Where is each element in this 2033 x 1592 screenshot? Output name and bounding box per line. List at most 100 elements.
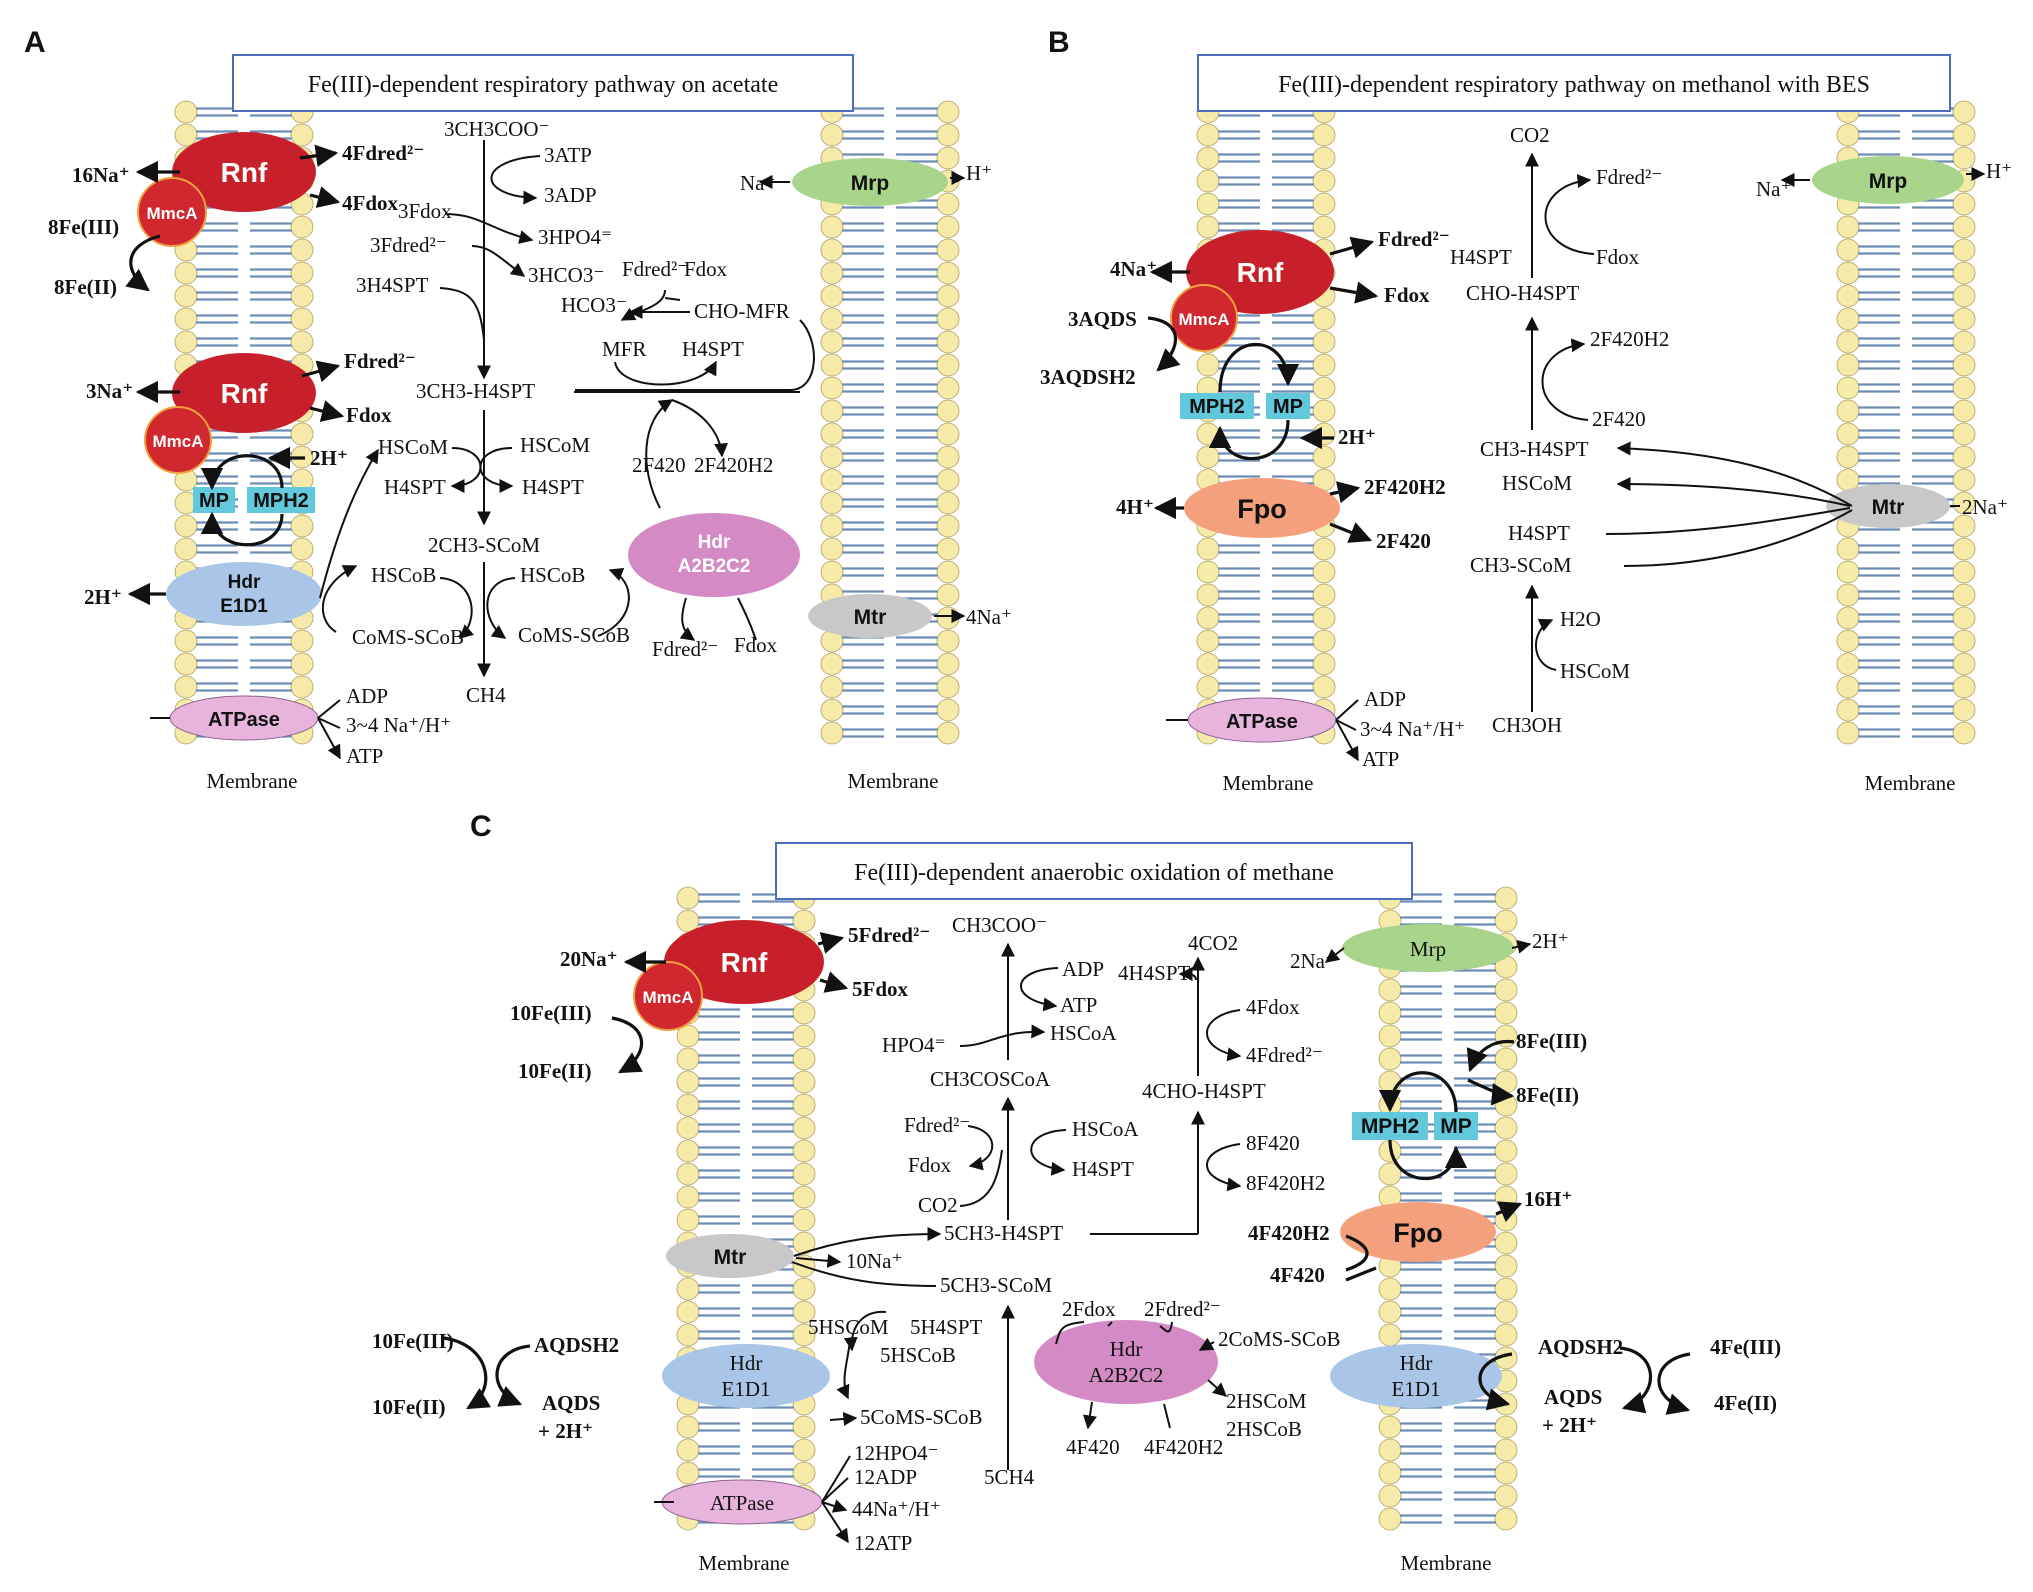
label-c-cho4: 4CHO-H4SPT [1142, 1079, 1266, 1103]
fpo-label-b: Fpo [1237, 494, 1286, 524]
panel-c: C Fe(III)-dependent anaerobic oxidation … [372, 810, 1781, 1575]
label-c-comscob5: 5CoMS-SCoB [860, 1405, 983, 1429]
label-a-naH: 3~4 Na⁺/H⁺ [346, 713, 451, 737]
fpo-enzyme-c [1340, 1202, 1496, 1262]
mph2-box-b [1180, 393, 1254, 419]
mp-label-a: MP [199, 490, 229, 512]
label-c-fe2-10b: 10Fe(II) [372, 1395, 445, 1419]
mrp-label-a: Mrp [851, 172, 890, 195]
label-a-hco3: HCO3⁻ [561, 293, 627, 317]
label-a-h4spt-m: H4SPT [682, 337, 744, 361]
label-a-ch4: CH4 [466, 683, 506, 707]
hdr-e1d1-label-c2: E1D1 [722, 1377, 771, 1401]
atpase-label-a: ATPase [208, 709, 280, 731]
mmca-enzyme-c [633, 961, 703, 1031]
label-a-atp: ATP [346, 744, 383, 768]
label-a-hscob-l: HSCoB [371, 563, 436, 587]
fpo-label-c: Fpo [1393, 1218, 1442, 1248]
label-a-fdox4: 4Fdox [342, 191, 399, 215]
label-b-fdox: Fdox [1384, 283, 1430, 307]
membrane-label-b-right: Membrane [1865, 771, 1956, 795]
hdr-a2b2c2-enzyme-c [1034, 1320, 1218, 1404]
label-b-f420h2: 2F420H2 [1364, 475, 1446, 499]
label-c-acetate: CH3COO⁻ [952, 913, 1047, 937]
label-a-h4spt-r: H4SPT [522, 475, 584, 499]
label-c-hpo12: 12HPO4⁻ [854, 1441, 939, 1465]
mtr-enzyme-b [1826, 484, 1950, 528]
label-a-na4: 4Na⁺ [966, 605, 1012, 629]
mp-box-b [1266, 393, 1310, 419]
label-b-adp: ADP [1364, 687, 1406, 711]
hdr-e1d1-label-c1: Hdr [730, 1351, 763, 1375]
label-a-acetate: 3CH3COO⁻ [444, 117, 550, 141]
rnf-enzyme-c [664, 920, 824, 1004]
label-b-fdred: Fdred²⁻ [1378, 227, 1450, 251]
label-c-hscoa2: HSCoA [1072, 1117, 1139, 1141]
label-c-ch3h4spt5: 5CH3-H4SPT [944, 1221, 1063, 1245]
fpo-enzyme-b [1184, 478, 1340, 538]
label-b-co2: CO2 [1510, 123, 1550, 147]
label-a-h-mrp: H⁺ [966, 161, 992, 185]
hdr-e1d1-label-a2: E1D1 [220, 596, 268, 617]
label-c-co2: CO2 [918, 1193, 958, 1217]
label-b-aqds3: 3AQDS [1068, 307, 1137, 331]
label-c-fdred5: 5Fdred²⁻ [848, 923, 930, 947]
label-c-h4spt4: 4H4SPT [1118, 961, 1191, 985]
rnf-label-a2: Rnf [221, 378, 268, 409]
panel-b-label: B [1048, 26, 1070, 59]
hdr-e1d1-enzyme-c [662, 1344, 830, 1408]
label-c-f420h2-r: 4F420H2 [1248, 1221, 1330, 1245]
label-b-hscom: HSCoM [1502, 471, 1572, 495]
panel-a-arrows [125, 140, 966, 760]
label-c-fe3-4: 4Fe(III) [1710, 1335, 1781, 1359]
label-a-na16: 16Na⁺ [72, 163, 130, 187]
label-c-hpo4: HPO4⁼ [882, 1033, 946, 1057]
membrane-label-c-right: Membrane [1401, 1551, 1492, 1575]
label-b-f420: 2F420 [1376, 529, 1431, 553]
mp-box-a [193, 487, 235, 513]
label-b-ch3scom: CH3-SCoM [1470, 553, 1572, 577]
hdr-a2b2c2-label-c1: Hdr [1110, 1337, 1143, 1361]
label-c-h16: 16H⁺ [1524, 1187, 1572, 1211]
panel-a-title-box [232, 54, 854, 112]
label-c-hscom2: 2HSCoM [1226, 1389, 1307, 1413]
label-c-hscom5: 5HSCoM [808, 1315, 889, 1339]
label-a-comscob-l: CoMS-SCoB [352, 625, 464, 649]
label-a-hpo3: 3HPO4⁼ [538, 225, 612, 249]
mtr-label-a: Mtr [854, 606, 887, 629]
membrane-label-a-right: Membrane [848, 769, 939, 793]
label-c-f420-4: 4F420 [1066, 1435, 1120, 1459]
label-a-fe2: 8Fe(II) [54, 275, 117, 299]
mmca-label-b: MmcA [1178, 310, 1229, 329]
mrp-label-b: Mrp [1869, 170, 1908, 193]
mtr-label-b: Mtr [1872, 496, 1905, 519]
panel-a: A Fe(III)-dependent respiratory pathway … [24, 26, 1012, 793]
label-b-ch3oh: CH3OH [1492, 713, 1562, 737]
label-a-fdox3: 3Fdox [398, 199, 452, 223]
label-a-fdred: Fdred²⁻ [344, 349, 416, 373]
label-a-fdred3: 3Fdred²⁻ [370, 233, 447, 257]
mph2-label-a: MPH2 [253, 490, 309, 512]
label-c-adp12: 12ADP [854, 1465, 917, 1489]
label-c-fe2-4: 4Fe(II) [1714, 1391, 1777, 1415]
atpase-label-b: ATPase [1226, 711, 1298, 733]
label-a-atp3: 3ATP [544, 143, 592, 167]
label-b-h4spt2: H4SPT [1508, 521, 1570, 545]
label-b-fdox-c: Fdox [1596, 245, 1640, 269]
panel-c-label: C [470, 810, 492, 843]
mmca-enzyme-b [1170, 284, 1238, 352]
panel-b-title: Fe(III)-dependent respiratory pathway on… [1278, 72, 1870, 98]
label-a-h2b: 2H⁺ [84, 585, 122, 609]
label-a-f420h2: 2F420H2 [694, 453, 773, 477]
mrp-enzyme-b [1812, 156, 1964, 204]
label-c-comscob2: 2CoMS-SCoB [1218, 1327, 1341, 1351]
hdr-a2b2c2-label-c2: A2B2C2 [1089, 1363, 1164, 1387]
panel-b: B Fe(III)-dependent respiratory pathway … [1040, 26, 2012, 795]
membrane-label-b-left: Membrane [1223, 771, 1314, 795]
label-b-f420-c: 2F420 [1592, 407, 1646, 431]
membrane-b-left [1196, 100, 1336, 745]
mtr-enzyme-c [666, 1234, 794, 1278]
label-a-fdox: Fdox [346, 403, 392, 427]
label-c-fdox5: 5Fdox [852, 977, 909, 1001]
